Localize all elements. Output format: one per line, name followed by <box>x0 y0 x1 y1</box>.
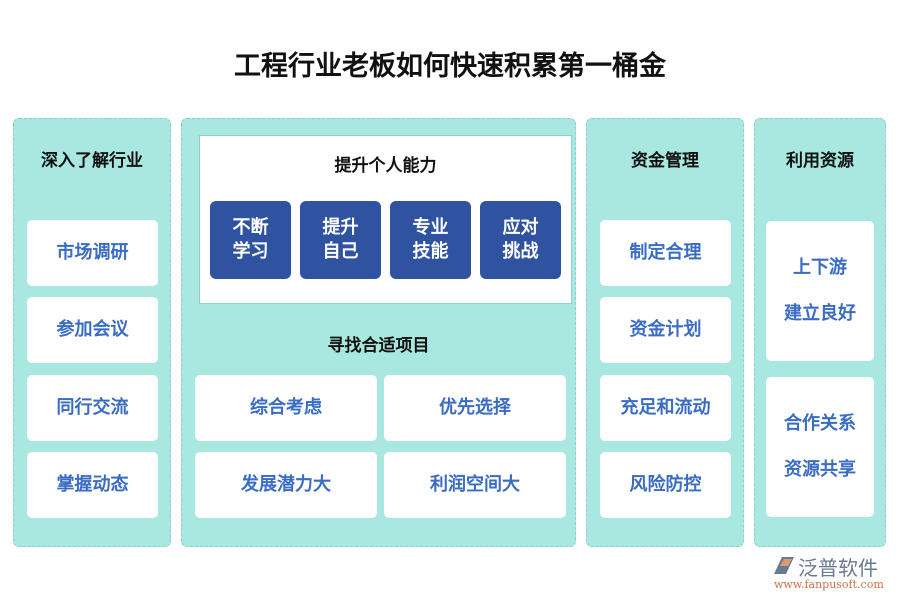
panel-resources: 利用资源 上下游建立良好 合作关系资源共享 <box>754 118 886 547</box>
card: 风险防控 <box>600 452 731 518</box>
card: 合作关系资源共享 <box>766 377 874 517</box>
project-title: 寻找合适项目 <box>327 336 430 356</box>
card: 同行交流 <box>27 375 158 441</box>
ability-item: 应对挑战 <box>480 201 561 279</box>
ability-item: 提升自己 <box>300 201 381 279</box>
panel-industry: 深入了解行业 市场调研 参加会议 同行交流 掌握动态 <box>13 118 171 547</box>
panel-center: 提升个人能力 不断学习 提升自己 专业技能 应对挑战 寻找合适项目 综合考虑 优… <box>181 118 576 547</box>
ability-item: 不断学习 <box>210 201 291 279</box>
card: 利润空间大 <box>384 452 566 518</box>
logo-icon <box>774 557 794 574</box>
card: 资金计划 <box>600 297 731 363</box>
panel-title: 利用资源 <box>786 151 854 171</box>
card: 综合考虑 <box>195 375 377 441</box>
card: 充足和流动 <box>600 375 731 441</box>
card: 参加会议 <box>27 297 158 363</box>
page-title: 工程行业老板如何快速积累第一桶金 <box>234 51 666 82</box>
panel-funds: 资金管理 制定合理 资金计划 充足和流动 风险防控 <box>586 118 744 547</box>
ability-box: 提升个人能力 不断学习 提升自己 专业技能 应对挑战 <box>199 135 572 304</box>
panel-title: 资金管理 <box>631 151 699 171</box>
card: 优先选择 <box>384 375 566 441</box>
card: 上下游建立良好 <box>766 221 874 361</box>
card: 发展潜力大 <box>195 452 377 518</box>
ability-item: 专业技能 <box>390 201 471 279</box>
ability-title: 提升个人能力 <box>334 156 437 176</box>
card: 制定合理 <box>600 220 731 286</box>
panel-title: 深入了解行业 <box>41 151 143 171</box>
card: 市场调研 <box>27 220 158 286</box>
card: 掌握动态 <box>27 452 158 518</box>
